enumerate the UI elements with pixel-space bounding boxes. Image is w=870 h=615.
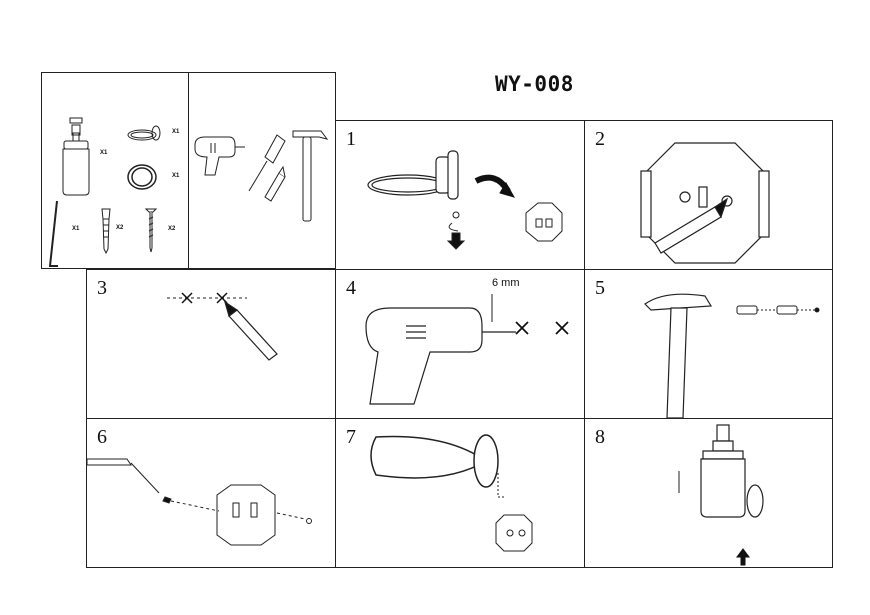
ring-holder-icon — [127, 125, 161, 141]
step-8-illustration — [678, 424, 764, 566]
screwdriver-icon — [86, 458, 160, 494]
hex-key-icon — [48, 200, 58, 267]
step-cell-4: 4 6 mm — [335, 269, 585, 419]
up-arrow-icon — [736, 548, 750, 566]
page-title: WY-008 — [495, 72, 574, 96]
step-4-illustration — [365, 294, 569, 405]
curved-arrow-icon — [474, 174, 516, 198]
pencil-icon — [223, 300, 278, 361]
mount-plate-icon — [495, 514, 533, 552]
step-number: 6 — [97, 426, 107, 448]
step-cell-3: 3 — [86, 269, 336, 419]
ring-quantity: X1 — [172, 173, 180, 179]
drill-icon — [194, 136, 245, 176]
step-number: 3 — [97, 277, 107, 299]
step-cell-8: 8 — [584, 418, 833, 568]
soap-dispenser-icon — [700, 424, 764, 518]
cross-mark-icon — [515, 321, 569, 335]
ring-holder-icon — [370, 434, 499, 488]
mount-plate-icon — [525, 202, 563, 242]
ring-icon — [127, 164, 157, 190]
step-number: 2 — [595, 128, 605, 150]
screw-icon — [144, 208, 158, 253]
screw-rotate-icon — [446, 211, 466, 250]
ring-holder-quantity: X1 — [172, 129, 180, 135]
tools-illustration — [194, 130, 329, 222]
step-7-illustration — [370, 434, 533, 552]
step-cell-7: 7 — [335, 418, 585, 568]
hammer-icon — [292, 130, 329, 222]
step-2-illustration — [640, 142, 770, 264]
parts-box: X1 X1 X1 X1 X2 X2 — [41, 72, 189, 269]
step-cell-5: 5 — [584, 269, 833, 419]
dispenser-quantity: X1 — [100, 150, 108, 156]
drill-size-label: 6 mm — [492, 277, 520, 289]
step-cell-2: 2 — [584, 120, 833, 270]
step-3-illustration — [167, 292, 278, 361]
step-number: 4 — [346, 277, 356, 299]
step-6-illustration — [86, 458, 312, 546]
step-5-illustration — [644, 293, 820, 419]
pencil-icon — [654, 197, 729, 254]
step-number: 1 — [346, 128, 356, 150]
step-cell-6: 6 — [86, 418, 336, 568]
step-1-illustration — [367, 150, 563, 250]
hammer-icon — [644, 293, 713, 419]
direction-arrow — [497, 473, 506, 498]
parts-illustration — [48, 117, 161, 267]
screw-quantity: X2 — [168, 226, 176, 232]
cross-mark-icon — [181, 292, 228, 304]
wall-anchor-icon — [101, 208, 111, 255]
pencil-icon — [264, 165, 286, 202]
step-number: 7 — [346, 426, 356, 448]
soap-dispenser-icon — [62, 117, 90, 196]
ring-holder-icon — [367, 150, 459, 200]
step-cell-1: 1 — [335, 120, 585, 270]
mount-plate-icon — [216, 484, 276, 546]
anchor-screw-icon — [736, 305, 820, 315]
hex-key-quantity: X1 — [72, 226, 80, 232]
drill-icon — [365, 307, 516, 405]
step-number: 8 — [595, 426, 605, 448]
tools-box — [188, 72, 336, 269]
anchor-quantity: X2 — [116, 225, 124, 231]
step-number: 5 — [595, 277, 605, 299]
screw-icon — [162, 496, 312, 524]
screwdriver-icon — [248, 134, 286, 192]
